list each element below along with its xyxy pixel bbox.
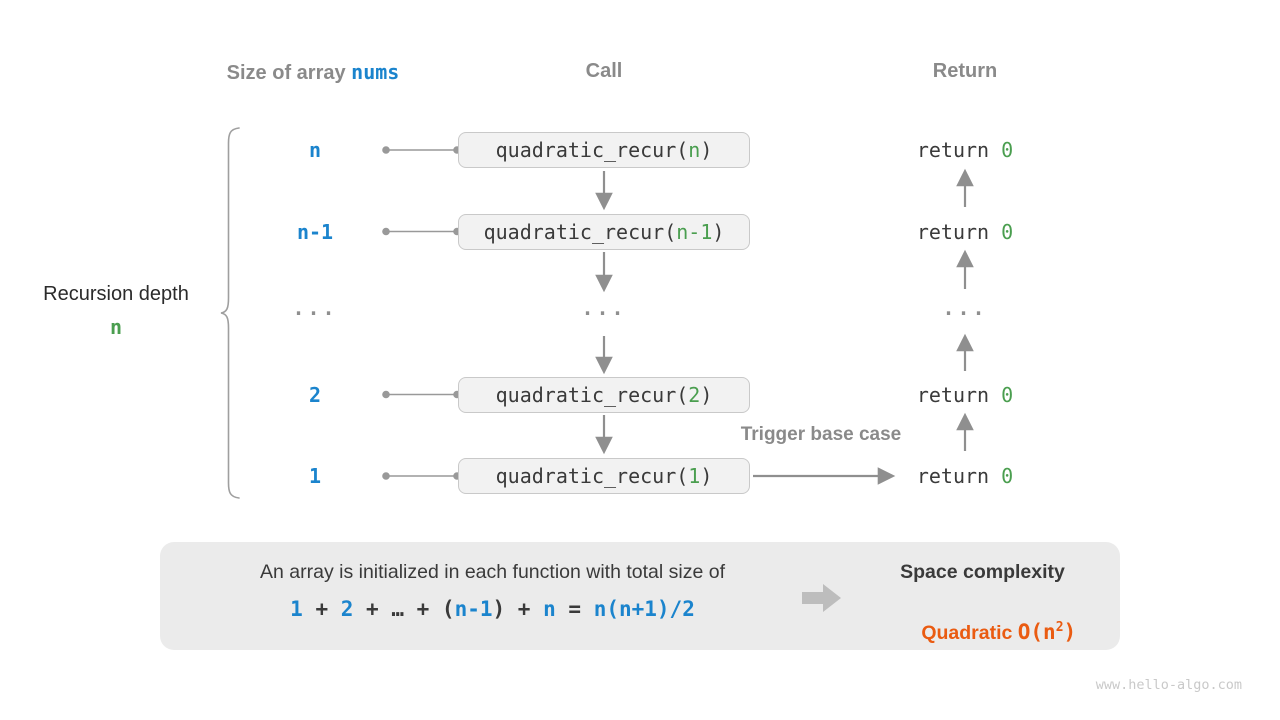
header-size-of-array: Size of array nums <box>163 60 463 85</box>
formula-part: + <box>353 597 392 621</box>
formula-part: = <box>555 597 594 621</box>
call-arg: n <box>688 138 701 162</box>
recursion-depth-value: n <box>109 315 123 339</box>
formula-part: + ( <box>404 597 455 621</box>
return-keyword: return <box>916 219 1002 244</box>
watermark: www.hello-algo.com <box>1095 677 1242 693</box>
summary-description: An array is initialized in each function… <box>260 561 725 583</box>
formula-part: 1 <box>290 597 303 621</box>
call-close-paren: ) <box>700 382 713 407</box>
call-box: quadratic_recur(2) <box>458 376 750 413</box>
header-size-prefix: Size of array <box>226 62 352 84</box>
complexity-word: Quadratic <box>921 622 1013 644</box>
return-keyword: return <box>916 464 1002 488</box>
recursion-depth-annotation: Recursion depth n <box>16 283 216 339</box>
size-labels-column: n n-1... 2 1 <box>255 132 375 494</box>
call-close-paren: ) <box>700 138 713 162</box>
formula-part: n-1 <box>454 597 493 621</box>
call-ellipsis: ... <box>581 296 627 320</box>
call-arg: n-1 <box>676 219 713 244</box>
return-value: 0 <box>1001 382 1014 407</box>
formula-part: ) + <box>492 597 544 621</box>
call-arg: 1 <box>688 464 701 488</box>
big-o-notation: O(n2) <box>1017 620 1077 644</box>
formula-part: 2 <box>340 597 354 621</box>
formula-part: n(n+1)/2 <box>593 597 695 621</box>
space-complexity-result: Quadratic O(n2) <box>850 597 1115 668</box>
return-value: 0 <box>1001 138 1014 162</box>
size-label-row: n-1 <box>255 214 375 250</box>
summary-panel: An array is initialized in each function… <box>160 542 1120 650</box>
size-label: n <box>308 138 322 162</box>
call-fn-text: quadratic_recur( <box>495 464 689 488</box>
return-statement: return 0 <box>917 220 1013 244</box>
header-return: Return <box>932 60 998 82</box>
call-box: quadratic_recur(1) <box>458 458 750 494</box>
return-value: 0 <box>1001 464 1014 488</box>
size-label: 1 <box>308 464 322 488</box>
size-label-row: 1 <box>255 458 375 494</box>
size-label: n-1 <box>296 219 334 244</box>
call-fn-text: quadratic_recur( <box>495 138 689 162</box>
call-arg: 2 <box>688 382 701 407</box>
trigger-base-case-label: Trigger base case <box>740 424 902 445</box>
summary-formula: 1 + 2 + … + (n-1) + n = n(n+1)/2 <box>180 597 805 621</box>
return-statement: return 0 <box>917 383 1013 407</box>
return-keyword: return <box>916 382 1002 407</box>
return-statement: return 0 <box>917 138 1013 162</box>
size-label-row: n <box>255 132 375 168</box>
size-label: 2 <box>308 382 322 407</box>
recursion-depth-label: Recursion depth <box>43 283 189 305</box>
call-close-paren: ) <box>700 464 713 488</box>
call-close-paren: ) <box>712 219 725 244</box>
call-column: quadratic_recur(n)quadratic_recur(n-1)..… <box>458 132 750 494</box>
right-arrow-icon <box>802 584 841 612</box>
call-box: quadratic_recur(n-1) <box>458 213 750 250</box>
call-fn-text: quadratic_recur( <box>483 219 677 244</box>
return-ellipsis: ... <box>942 296 988 320</box>
header-nums-code: nums <box>351 60 400 84</box>
recursion-depth-brace <box>220 127 240 499</box>
call-fn-text: quadratic_recur( <box>495 382 689 407</box>
formula-part: + <box>302 597 341 621</box>
size-to-call-connectors <box>382 146 461 480</box>
space-complexity-title: Space complexity <box>900 561 1065 583</box>
return-value: 0 <box>1001 219 1014 244</box>
formula-part: … <box>391 597 404 621</box>
return-keyword: return <box>916 138 1002 162</box>
call-box: quadratic_recur(n) <box>458 132 750 168</box>
formula-part: n <box>543 597 556 621</box>
size-label-row: 2 <box>255 377 375 413</box>
header-call: Call <box>585 60 623 82</box>
return-statement: return 0 <box>917 464 1013 488</box>
size-ellipsis: ... <box>292 296 338 320</box>
